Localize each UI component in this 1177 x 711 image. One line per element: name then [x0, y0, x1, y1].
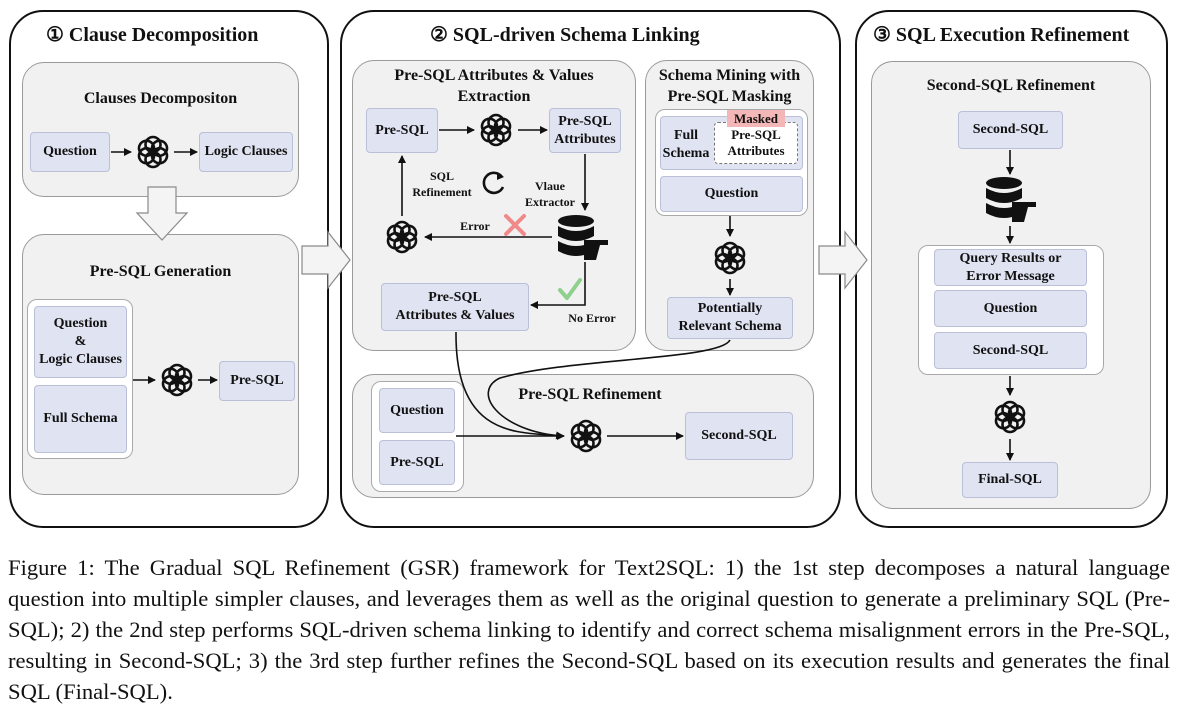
value-extractor-label: Vlaue Extractor: [522, 178, 578, 210]
pane-title-3: ③ SQL Execution Refinement: [873, 24, 1130, 46]
question-box: Question: [660, 176, 803, 212]
question-box: Question: [30, 132, 110, 172]
attributes-line1: Pre-SQL: [558, 113, 612, 129]
error-label: Error: [460, 219, 490, 233]
hollow-arrow-icon: [135, 186, 868, 290]
attr-extraction-title: Pre-SQL Attributes & Values Extraction: [352, 65, 636, 107]
results-line1: Query Results or: [959, 250, 1062, 266]
full-schema-line1: Full: [673, 128, 699, 143]
no-error-label: No Error: [568, 311, 616, 325]
masked-line2: Attributes: [727, 143, 785, 158]
full-schema-line2: Schema: [662, 146, 710, 161]
framework-diagram: ① Clause Decomposition Clauses Decomposi…: [9, 10, 1168, 528]
sql-refinement-label: SQL Refinement: [412, 168, 472, 200]
presql-attributes-box: Pre-SQL Attributes: [549, 108, 621, 153]
presql-generation-title: Pre-SQL Generation: [89, 263, 232, 280]
second-sql-box: Second-SQL: [685, 412, 793, 460]
logic-clauses-line: Logic Clauses: [39, 352, 122, 367]
mining-title-line2: Pre-SQL Masking: [667, 88, 792, 105]
query-results-box: Query Results or Error Message: [934, 249, 1087, 286]
question-box: Question: [934, 290, 1087, 327]
sql-refinement-line2: Refinement: [412, 185, 472, 199]
value-extractor-line1: Vlaue: [535, 179, 565, 193]
pane-title-1: ① Clause Decomposition: [46, 24, 259, 46]
presql-attr-values-box: Pre-SQL Attributes & Values: [381, 283, 529, 331]
question-box: Question: [379, 388, 455, 433]
full-schema-box: Full Schema: [34, 385, 127, 453]
second-sql-box: Second-SQL: [958, 111, 1063, 149]
refresh-icon: [482, 171, 505, 195]
question-logic-box: Question & Logic Clauses: [34, 306, 127, 378]
cross-icon: [504, 214, 526, 236]
presql-refinement-title: Pre-SQL Refinement: [518, 386, 662, 403]
relevant-schema-box: Potentially Relevant Schema: [667, 297, 793, 339]
mining-title-line1: Schema Mining with: [658, 67, 801, 84]
masked-tag: Masked: [727, 110, 785, 127]
presql-box: Pre-SQL: [366, 108, 438, 153]
second-sql-refinement-title: Second-SQL Refinement: [926, 77, 1096, 94]
relevant-line1: Potentially: [697, 301, 763, 316]
connectors: [111, 126, 1014, 461]
attr-values-line2: Attributes & Values: [395, 308, 515, 323]
masked-attributes-box: [714, 122, 798, 164]
value-extractor-line2: Extractor: [525, 195, 575, 209]
clauses-decomposition-panel: [22, 62, 299, 197]
figure-caption: Figure 1: The Gradual SQL Refinement (GS…: [8, 555, 1170, 704]
attr-title-line1: Pre-SQL Attributes & Values: [394, 67, 594, 84]
attr-values-line1: Pre-SQL: [428, 290, 482, 305]
schema-mining-title: Schema Mining with Pre-SQL Masking: [645, 65, 814, 107]
final-sql-box: Final-SQL: [962, 462, 1058, 498]
attr-title-line2: Extraction: [457, 88, 531, 105]
clauses-decomposition-title: Clauses Decompositon: [83, 90, 238, 107]
relevant-line2: Relevant Schema: [678, 319, 782, 334]
question-line: Question: [53, 316, 108, 331]
full-schema-label: Full Schema: [656, 127, 716, 163]
ampersand-line: &: [74, 334, 87, 349]
attributes-line2: Attributes: [554, 131, 616, 147]
presql-output-box: Pre-SQL: [219, 361, 295, 401]
presql-box: Pre-SQL: [379, 440, 455, 485]
check-icon: [558, 278, 582, 300]
masked-attributes-label: Pre-SQL Attributes: [716, 127, 796, 159]
logic-clauses-box: Logic Clauses: [199, 132, 293, 172]
results-line2: Error Message: [966, 268, 1055, 284]
pane-title-2: ② SQL-driven Schema Linking: [430, 24, 700, 46]
masked-line1: Pre-SQL: [731, 127, 781, 142]
sql-refinement-line1: SQL: [429, 169, 454, 183]
second-sql-input-box: Second-SQL: [934, 332, 1087, 369]
